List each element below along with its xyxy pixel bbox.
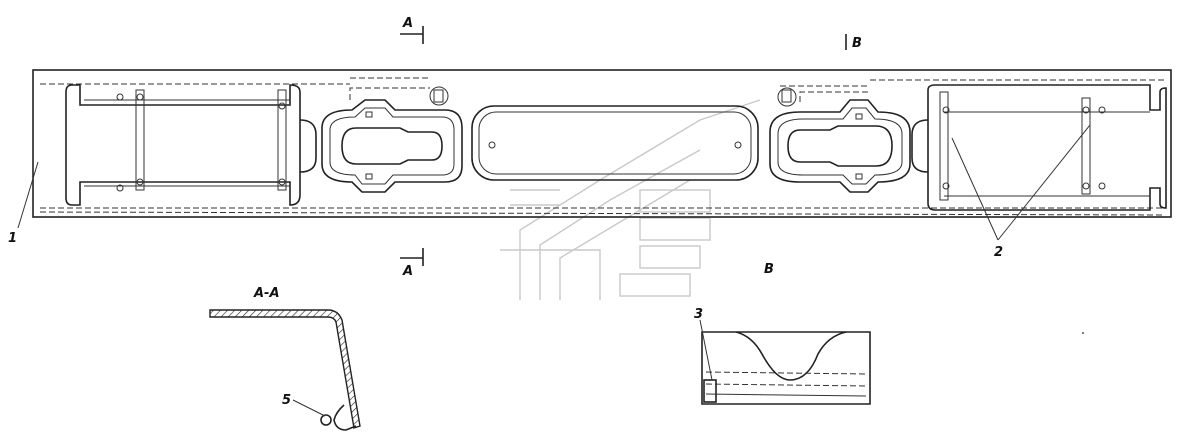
callout-1: 1 xyxy=(8,161,39,246)
center-plate xyxy=(471,105,759,181)
left-opening xyxy=(321,86,463,193)
callout-3-label: 3 xyxy=(694,307,703,322)
stray-dot xyxy=(1082,332,1084,334)
section-cut-marker-bottom: A xyxy=(400,248,424,279)
section-a-bottom-label: A xyxy=(402,264,413,279)
right-mounting-frame xyxy=(911,84,1167,211)
callout-5-label: 5 xyxy=(282,393,291,408)
view-b-marker: B xyxy=(845,34,862,51)
right-opening xyxy=(769,87,911,193)
view-b-detail: B 3 xyxy=(694,262,871,405)
view-b-marker-label: B xyxy=(852,36,862,51)
callout-1-label: 1 xyxy=(8,231,17,246)
callout-2: 2 xyxy=(951,124,1091,260)
section-cut-marker-top: A xyxy=(400,16,424,44)
section-a-top-label: A xyxy=(402,16,413,31)
section-aa-detail: A-A 5 xyxy=(209,286,361,431)
section-aa-title: A-A xyxy=(253,286,280,301)
bumper-panel xyxy=(32,69,1172,218)
watermark-logo xyxy=(500,99,761,300)
callout-2-label: 2 xyxy=(994,245,1003,260)
view-b-title: B xyxy=(764,262,774,277)
left-mounting-frame xyxy=(65,84,317,206)
